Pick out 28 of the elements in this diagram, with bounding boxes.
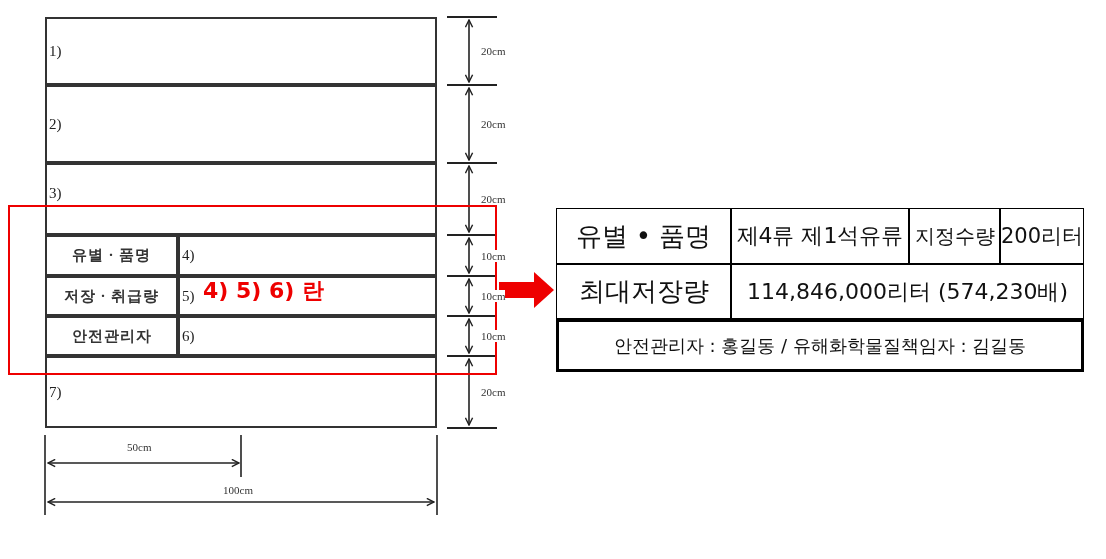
- table-cell: 114,846,000리터 (574,230배): [731, 264, 1084, 319]
- dimension-label: 20cm: [481, 386, 506, 398]
- table-cell: 제4류 제1석유류: [731, 208, 909, 264]
- dimension-label: 20cm: [481, 193, 506, 205]
- table-cell: 안전관리자: [45, 316, 178, 356]
- highlight-label: 4) 5) 6) 란: [203, 279, 325, 303]
- table-cell: 2): [45, 85, 437, 163]
- sign-table: [556, 208, 1084, 372]
- dimension-label: 10cm: [481, 330, 506, 342]
- dimension-label: 50cm: [127, 441, 152, 453]
- dimension-label: 100cm: [223, 484, 253, 496]
- table-cell: 6): [178, 316, 437, 356]
- table-cell: 안전관리자 : 홍길동 / 유해화학물질책임자 : 김길동: [556, 319, 1084, 372]
- table-cell: 유별 · 품명: [45, 235, 178, 276]
- dimension-label: 20cm: [481, 45, 506, 57]
- table-cell: 지정수량: [909, 208, 1000, 264]
- table-cell: 1): [45, 17, 437, 85]
- table-cell: 유별 • 품명: [556, 208, 731, 264]
- table-cell: 3): [45, 163, 437, 235]
- table-cell: 4): [178, 235, 437, 276]
- dimension-label: 10cm: [481, 249, 506, 262]
- dimension-label: 20cm: [481, 118, 506, 130]
- table-cell: 최대저장량: [556, 264, 731, 319]
- arrow: [499, 272, 554, 308]
- table-cell: 7): [45, 356, 437, 428]
- table-cell: 저장 · 취급량: [45, 276, 178, 316]
- table-cell: 200리터: [1000, 208, 1084, 264]
- dimension-label: 10cm: [481, 290, 506, 302]
